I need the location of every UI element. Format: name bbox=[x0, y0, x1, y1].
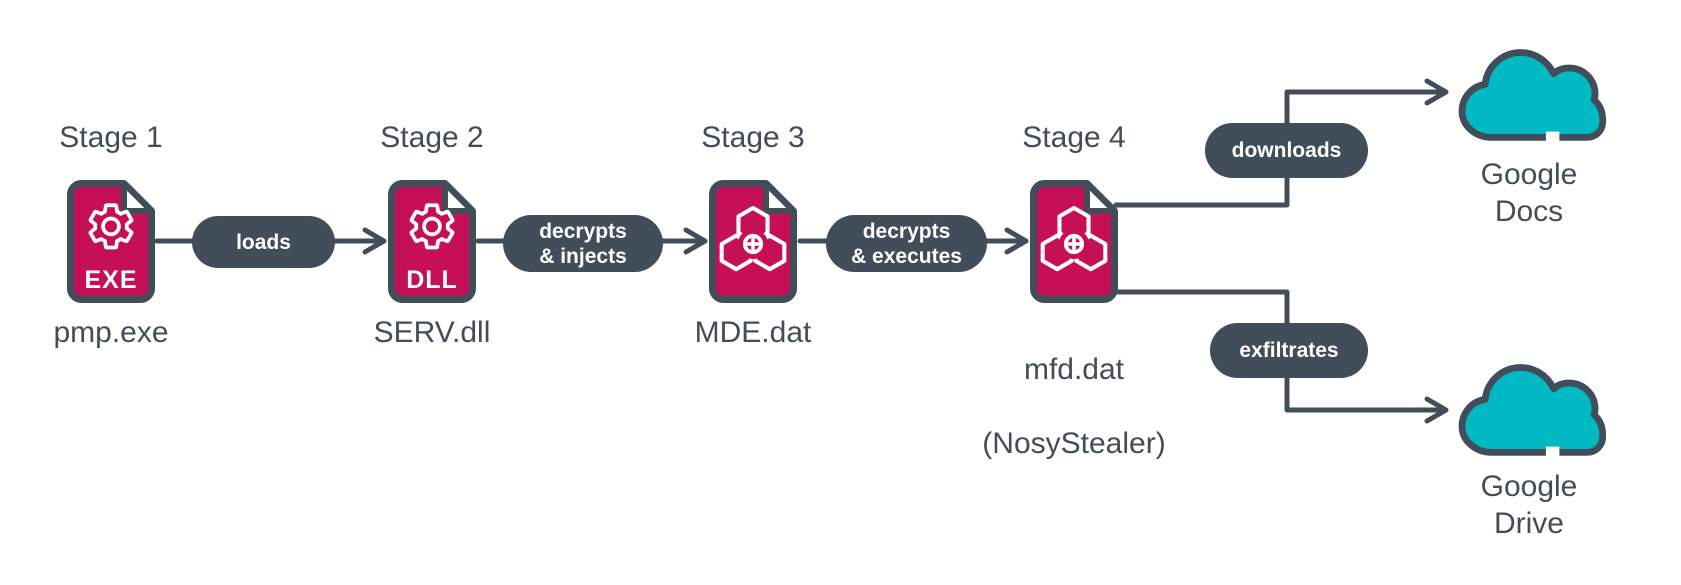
connector-pill-decrypts-executes: decrypts & executes bbox=[826, 215, 987, 272]
connector-pill-exfiltrates: exfiltrates bbox=[1210, 323, 1368, 378]
stage-1-title: Stage 1 bbox=[59, 121, 163, 154]
connector-pill-downloads: downloads bbox=[1205, 123, 1368, 178]
arrowhead bbox=[1424, 78, 1449, 106]
connector-stage1-stage2 bbox=[154, 227, 387, 255]
file-type-badge: DLL bbox=[406, 266, 458, 294]
cloud-outline-gap bbox=[1545, 131, 1560, 144]
arrowhead bbox=[1424, 396, 1449, 424]
google-docs-label: Google Docs bbox=[1480, 158, 1578, 228]
arrowhead bbox=[362, 227, 387, 255]
library-file-icon: DLL bbox=[386, 178, 478, 305]
stage-4-title: Stage 4 bbox=[1022, 121, 1126, 154]
malware-family-sublabel: (NosyStealer) bbox=[982, 427, 1166, 460]
connector-pill-decrypts-injects: decrypts & injects bbox=[503, 215, 663, 272]
google-drive-cloud-icon bbox=[1452, 355, 1607, 463]
stage-3-filename: MDE.dat bbox=[694, 316, 812, 349]
arrowhead bbox=[1004, 227, 1029, 255]
executable-file-icon: EXE bbox=[65, 178, 157, 305]
cloud-outline-gap bbox=[1545, 446, 1560, 459]
malware-file-icon bbox=[1028, 178, 1120, 305]
google-drive-label: Google Drive bbox=[1480, 470, 1578, 540]
stage-1-filename: pmp.exe bbox=[53, 316, 169, 349]
google-docs-cloud-icon bbox=[1452, 40, 1607, 148]
connector-pill-loads: loads bbox=[192, 216, 335, 268]
malware-file-icon bbox=[707, 178, 799, 305]
file-type-badge: EXE bbox=[84, 266, 137, 294]
stage-2-filename: SERV.dll bbox=[373, 316, 491, 349]
stage-3-title: Stage 3 bbox=[701, 121, 805, 154]
stage-4-filename: mfd.dat (NosyStealer) bbox=[982, 314, 1165, 499]
filename-text: mfd.dat bbox=[1023, 353, 1125, 386]
stage-2-title: Stage 2 bbox=[380, 121, 484, 154]
arrowhead bbox=[683, 227, 708, 255]
